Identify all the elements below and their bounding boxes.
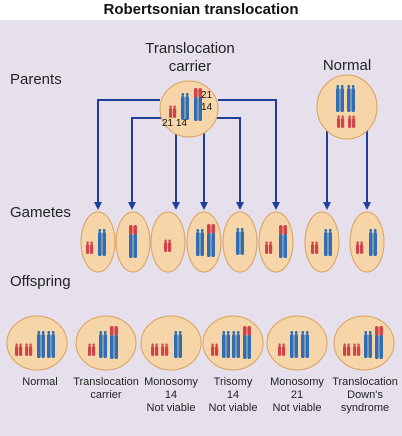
caption-4-line3: Not viable bbox=[209, 402, 258, 414]
carrier-parent-cell: 21 14 21 14 bbox=[159, 80, 219, 138]
caption-5-line3: Not viable bbox=[273, 402, 322, 414]
chrom-label-21-14: 21 14 bbox=[162, 118, 187, 129]
carrier-arrows bbox=[94, 99, 280, 210]
chrom-label-14: 14 bbox=[201, 102, 213, 113]
row-label-parents: Parents bbox=[10, 71, 62, 88]
caption-2-line2: carrier bbox=[90, 389, 122, 401]
caption-3-line3: Not viable bbox=[147, 402, 196, 414]
normal-arrows bbox=[323, 130, 371, 210]
offspring-trisomy-14 bbox=[202, 315, 264, 371]
row-label-gametes: Gametes bbox=[10, 204, 71, 221]
offspring-cells bbox=[6, 315, 395, 371]
caption-3-line2: 14 bbox=[165, 389, 177, 401]
caption-5-line2: 21 bbox=[291, 389, 303, 401]
arrow-to-gamete-2 bbox=[128, 117, 170, 210]
offspring-translocation-carrier bbox=[75, 315, 137, 371]
caption-6-line1: Translocation bbox=[332, 376, 398, 388]
offspring-monosomy-14 bbox=[140, 315, 202, 371]
caption-6-line3: syndrome bbox=[341, 402, 389, 414]
carrier-label-line1: Translocation bbox=[145, 40, 235, 57]
caption-4-line1: Trisomy bbox=[214, 376, 253, 388]
gamete-8 bbox=[349, 211, 385, 273]
offspring-translocation-downs bbox=[333, 315, 395, 371]
gamete-3 bbox=[150, 211, 186, 273]
normal-parent-cell bbox=[316, 74, 378, 140]
gamete-6 bbox=[258, 211, 294, 273]
arrow-to-gamete-1 bbox=[94, 99, 160, 210]
carrier-label-line2: carrier bbox=[169, 58, 212, 75]
chrom-label-21: 21 bbox=[201, 90, 213, 101]
caption-4-line2: 14 bbox=[227, 389, 239, 401]
caption-1-line1: Normal bbox=[22, 376, 57, 388]
gamete-5 bbox=[222, 211, 258, 273]
diagram-title: Robertsonian translocation bbox=[103, 1, 299, 18]
gamete-7 bbox=[304, 211, 340, 273]
offspring-normal bbox=[6, 315, 68, 371]
normal-parent-label: Normal bbox=[323, 57, 371, 74]
offspring-monosomy-21 bbox=[266, 315, 328, 371]
gamete-4 bbox=[186, 211, 222, 273]
caption-5-line1: Monosomy bbox=[270, 376, 324, 388]
caption-2-line1: Translocation bbox=[73, 376, 139, 388]
offspring-captions: Normal Translocation carrier Monosomy 14… bbox=[22, 376, 398, 414]
gamete-2 bbox=[115, 211, 151, 273]
caption-6-line2: Down's bbox=[347, 389, 383, 401]
arrow-to-gamete-6 bbox=[218, 99, 280, 210]
arrow-to-gamete-5 bbox=[208, 117, 244, 210]
gamete-cells bbox=[80, 211, 385, 273]
row-label-offspring: Offspring bbox=[10, 273, 71, 290]
caption-3-line1: Monosomy bbox=[144, 376, 198, 388]
title-band bbox=[0, 0, 402, 20]
gamete-1 bbox=[80, 211, 116, 273]
